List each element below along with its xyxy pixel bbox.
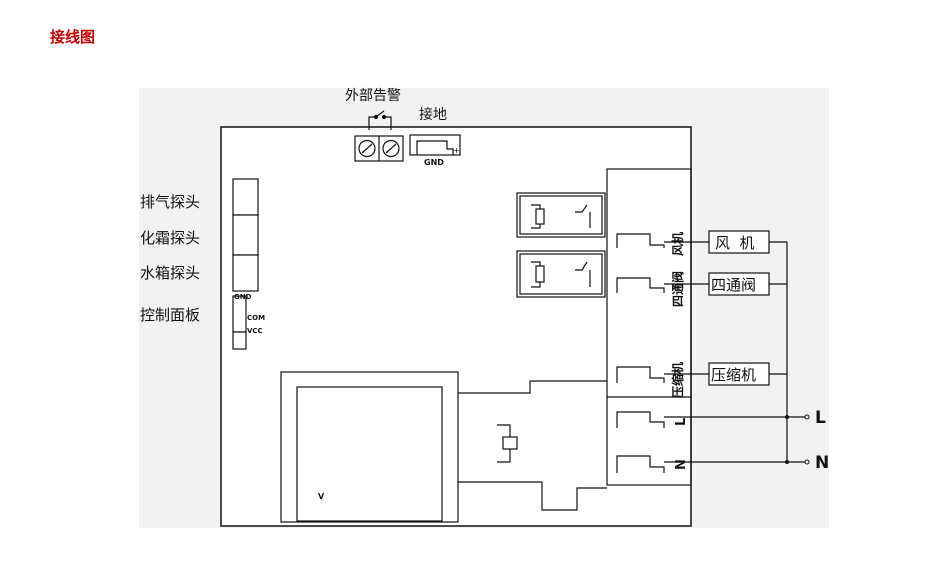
sensor-label-defrost: 化霜探头 [140,229,200,247]
pin-gnd: GND [234,293,252,301]
load-label-fan: 风 机 [715,234,755,252]
terminal-block-area [606,168,692,486]
power-label-l: L [815,408,826,428]
load-label-compressor: 压缩机 [711,366,756,384]
terminal-point-l [804,414,810,420]
junction-dot [785,415,789,419]
pin-com: COM [247,314,265,322]
relay-2 [516,250,606,298]
junction-dot [785,460,789,464]
ground-plus: + [453,146,460,155]
sensor-connectors [232,178,259,292]
sensor-label-exhaust: 排气探头 [140,193,200,211]
alarm-label: 外部告警 [345,88,401,104]
relay-1 [516,192,606,238]
alarm-switch [368,110,392,130]
control-panel-label: 控制面板 [140,306,200,324]
terminal-point-n [804,459,810,465]
power-label-n: N [815,453,829,473]
terminal-label-fan: 风机 [670,232,685,256]
load-label-valve: 四通阀 [711,276,756,294]
external-wiring [664,241,805,463]
terminal-label-n: N [674,459,689,470]
ground-label: 接地 [419,106,447,123]
sensor-label-tank: 水箱探头 [140,264,200,282]
transformer [280,371,459,523]
gnd-label: GND [424,158,444,167]
board-traces [458,380,607,511]
terminal-fan [616,233,665,248]
terminal-label-valve: 四通阀 [670,271,685,307]
relay-coil [497,424,518,463]
transformer-mark: V [318,492,325,501]
terminal-n [616,455,665,473]
alarm-terminal-block [354,135,404,162]
load-box-valve: 四通阀 [708,272,770,296]
pin-vcc: VCC [247,327,263,335]
terminal-valve [616,277,665,293]
load-box-fan: 风 机 [708,230,770,254]
terminal-label-l: L [674,418,689,426]
ground-connector [409,134,461,156]
terminal-label-compressor: 压缩机 [670,362,685,398]
control-panel-connector [232,295,247,350]
terminal-l [616,411,665,428]
page-title: 接线图 [50,28,96,46]
load-box-compressor: 压缩机 [708,362,770,386]
terminal-compressor [616,366,665,383]
